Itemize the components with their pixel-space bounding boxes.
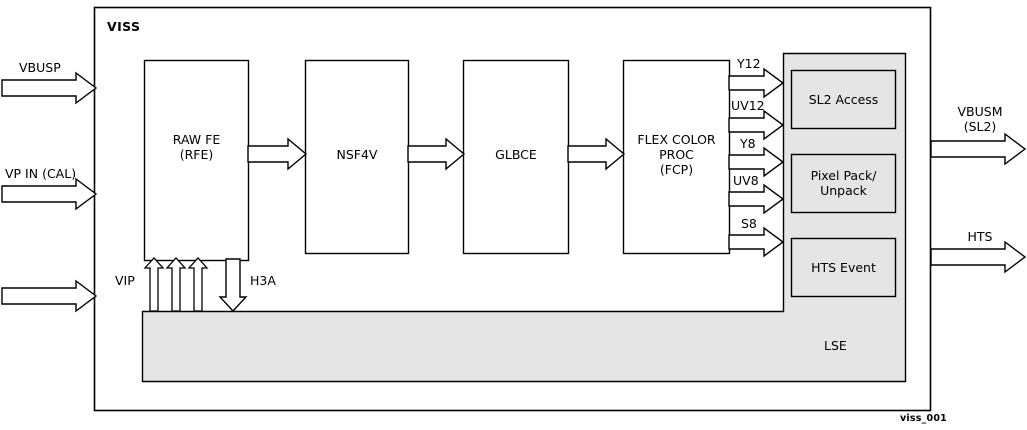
- block-label-pixel-pack-line2: Unpack: [820, 183, 867, 198]
- output-label-vbusm-sl2: VBUSM (SL2): [938, 104, 1022, 134]
- output-label-y12: Y12: [737, 56, 761, 71]
- arrow-input-vp-in-cal: [1, 177, 98, 211]
- arrow-input-unlabeled: [1, 279, 98, 313]
- arrow-vip-2: [165, 257, 187, 312]
- arrow-out-y12: [728, 67, 785, 99]
- block-label-glbce: GLBCE: [463, 147, 569, 162]
- block-label-raw-fe-line1: RAW FE: [172, 132, 221, 147]
- output-label-y8: Y8: [740, 136, 756, 151]
- block-label-nsf4v-line1: NSF4V: [336, 147, 378, 162]
- block-label-fcp-line2: PROC: [659, 147, 694, 162]
- block-label-sl2-access-line1: SL2 Access: [808, 92, 879, 107]
- input-label-vbusp: VBUSP: [19, 60, 61, 75]
- block-label-glbce-line1: GLBCE: [495, 147, 537, 162]
- arrow-out-uv8: [728, 183, 785, 215]
- block-pixel-pack-unpack[interactable]: [790, 153, 897, 214]
- block-label-fcp-line3: (FCP): [659, 162, 694, 177]
- block-label-raw-fe-line2: (RFE): [179, 147, 214, 162]
- block-label-nsf4v: NSF4V: [305, 147, 409, 162]
- arrow-glbce-to-fcp: [567, 137, 626, 171]
- block-label-fcp-line1: FLEX COLOR: [637, 132, 716, 147]
- block-label-sl2-access: SL2 Access: [791, 92, 896, 107]
- block-label-pixel-pack-line1: Pixel Pack/: [810, 168, 877, 183]
- arrow-out-y8: [728, 146, 785, 178]
- block-label-lse: LSE: [824, 338, 847, 353]
- arrow-out-uv12: [728, 109, 785, 141]
- output-label-uv8: UV8: [733, 173, 759, 188]
- arrow-vip-3: [187, 257, 209, 312]
- signal-label-h3a: H3A: [250, 273, 276, 288]
- output-label-vbusm-line2: (SL2): [963, 119, 997, 134]
- block-label-raw-fe: RAW FE (RFE): [144, 132, 249, 162]
- block-label-hts-event: HTS Event: [791, 260, 896, 275]
- block-glbce[interactable]: [462, 59, 570, 255]
- arrow-h3a: [218, 258, 248, 313]
- block-label-hts-event-line1: HTS Event: [811, 260, 876, 275]
- arrow-rfe-to-nsf4v: [247, 137, 308, 171]
- signal-label-vip: VIP: [115, 273, 135, 288]
- output-label-hts: HTS: [938, 229, 1022, 244]
- block-label-fcp: FLEX COLOR PROC (FCP): [620, 132, 733, 177]
- block-hts-event[interactable]: [790, 237, 897, 298]
- block-nsf4v[interactable]: [304, 59, 410, 255]
- arrow-vip-1: [143, 257, 165, 312]
- arrow-output-vbusm-sl2: [930, 132, 1027, 166]
- figure-caption: viss_001: [900, 413, 947, 424]
- arrow-output-hts: [930, 240, 1027, 274]
- block-sl2-access[interactable]: [790, 69, 897, 130]
- block-fcp[interactable]: [622, 59, 731, 255]
- output-label-hts-line1: HTS: [967, 229, 993, 244]
- page-title: VISS: [107, 19, 141, 34]
- output-label-uv12: UV12: [731, 98, 765, 113]
- arrow-input-vbusp: [1, 71, 98, 105]
- arrow-out-s8: [728, 226, 785, 258]
- output-label-s8: S8: [741, 216, 757, 231]
- input-label-vp-in-cal: VP IN (CAL): [5, 166, 77, 181]
- arrow-nsf4v-to-glbce: [407, 137, 466, 171]
- output-label-vbusm-line1: VBUSM: [957, 104, 1003, 119]
- block-label-pixel-pack-unpack: Pixel Pack/ Unpack: [791, 168, 896, 198]
